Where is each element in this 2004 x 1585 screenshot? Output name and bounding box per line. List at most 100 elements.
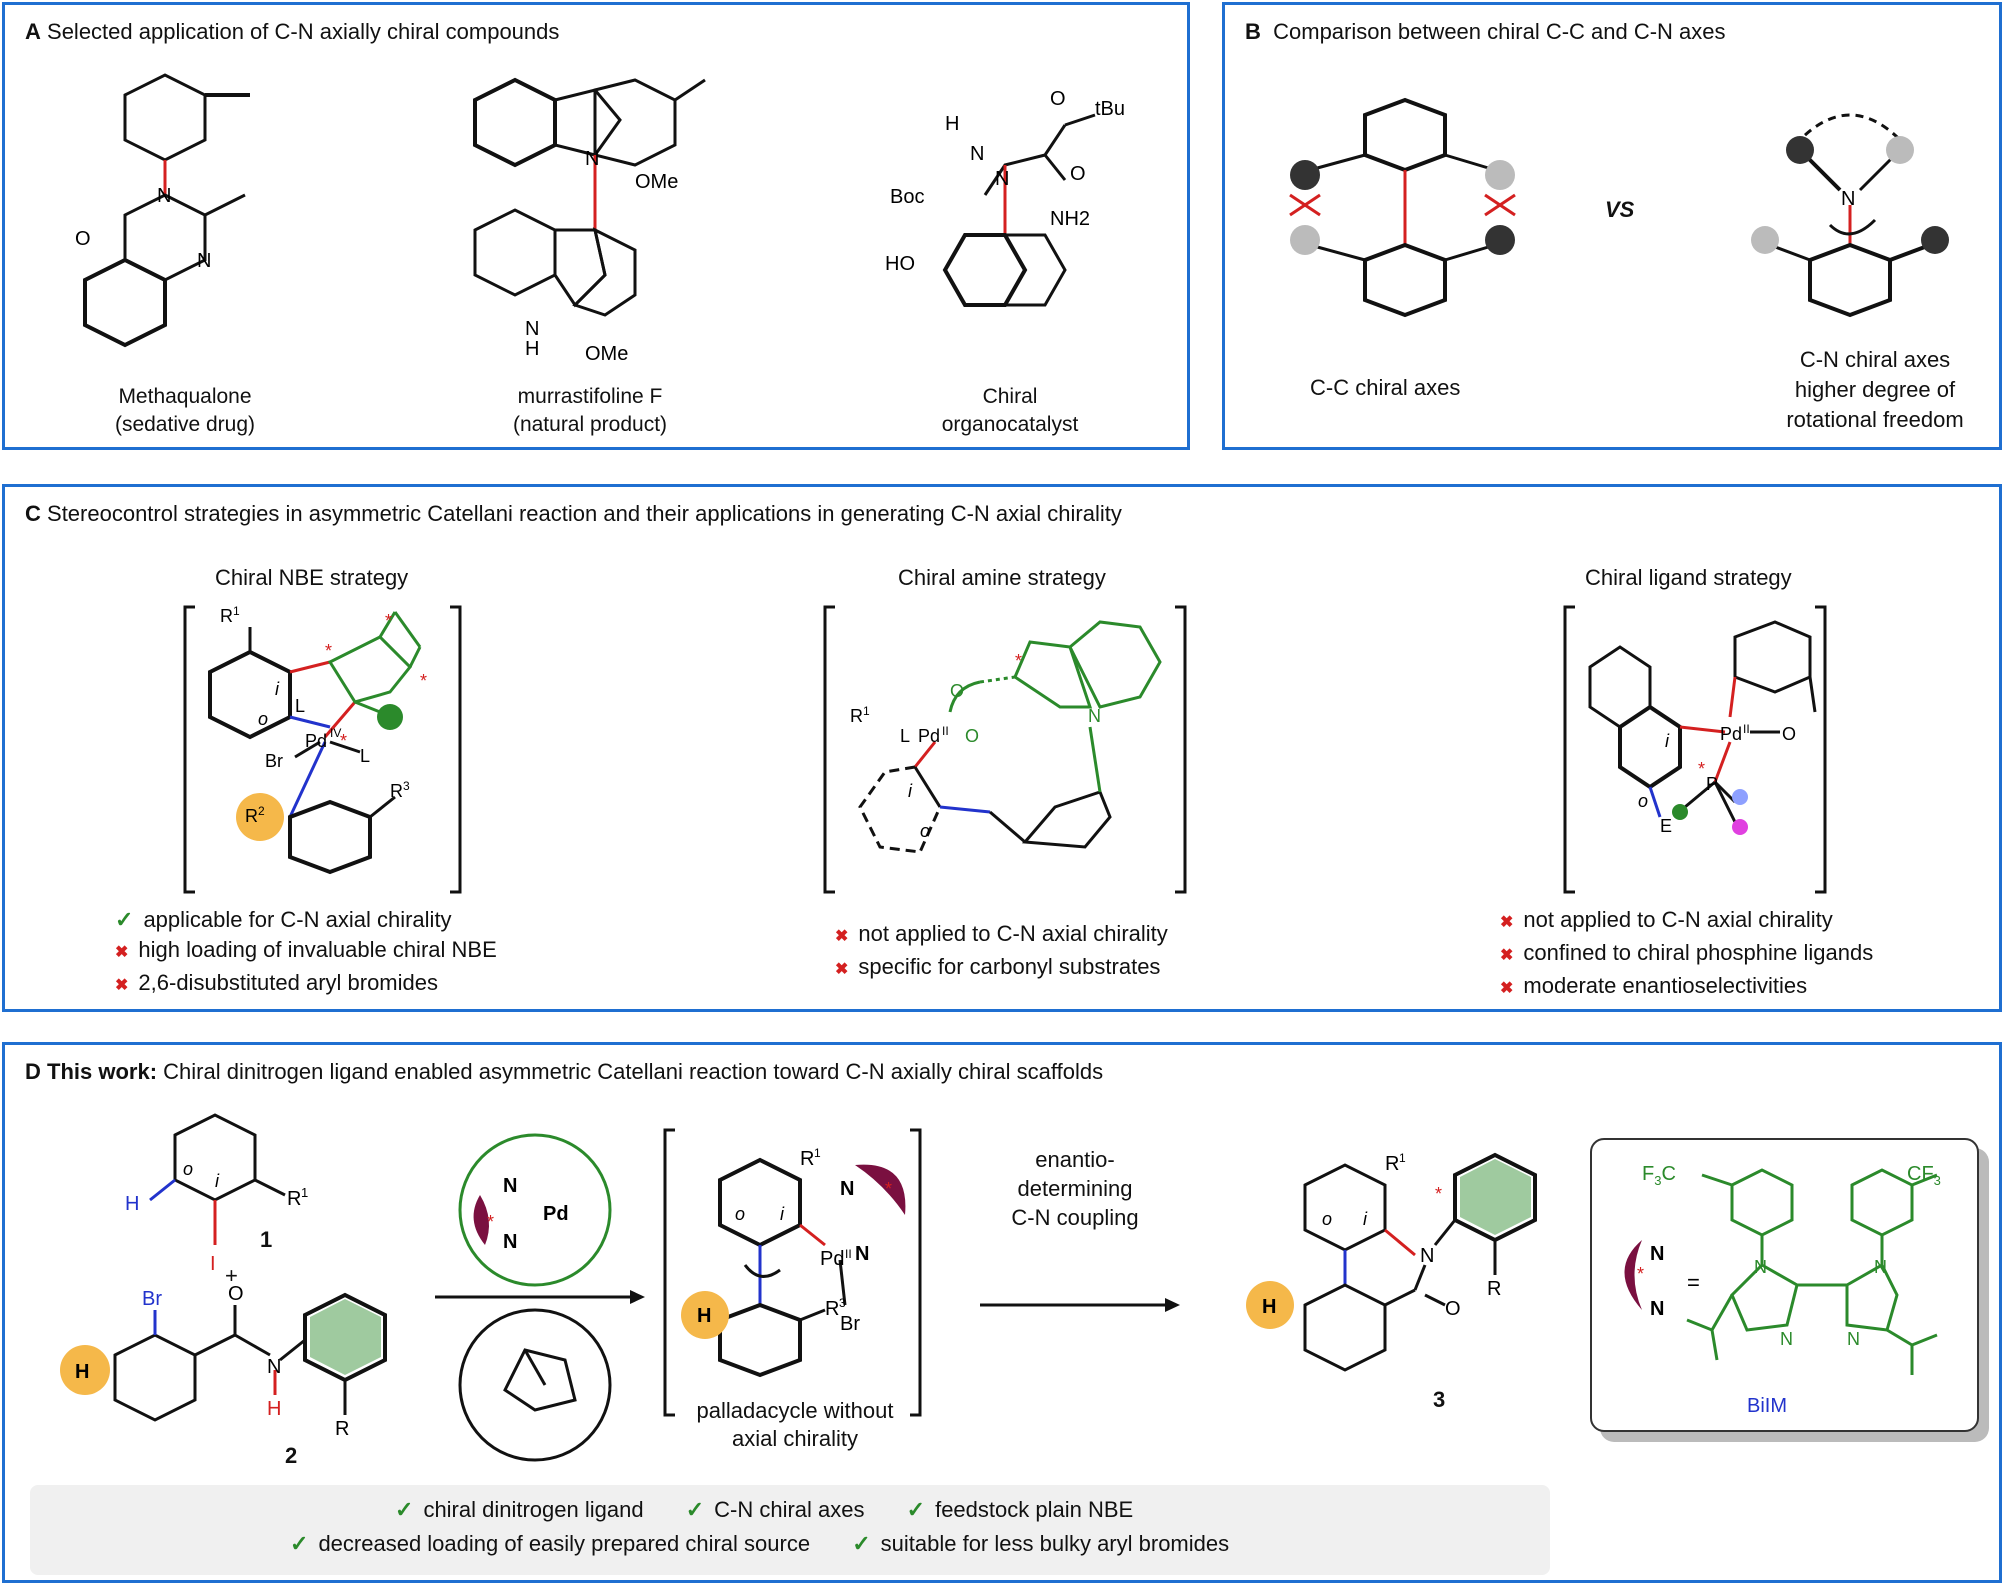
cross-icon: ✖ [835,961,849,978]
panel-b: B Comparison between chiral C-C and C-N … [1222,2,2002,450]
svg-text:N: N [267,1356,281,1378]
svg-text:R: R [850,706,863,726]
organocatalyst-structure: H N N Boc O O tBu HO NH2 [885,88,1125,307]
svg-text:o: o [258,709,268,729]
svg-text:R: R [390,781,403,801]
svg-text:O: O [1782,724,1796,744]
svg-text:N: N [1874,1257,1887,1277]
cross-icon: ✖ [1500,914,1514,931]
svg-text:i: i [780,1204,785,1224]
cross-icon: ✖ [1500,947,1514,964]
svg-text:i: i [1665,731,1670,751]
cross-icon: ✖ [835,928,849,945]
svg-text:R: R [220,606,233,626]
svg-text:=: = [1687,1270,1700,1295]
biim-ligand-box: N N * = F3C CF3 [1590,1138,1979,1432]
cn-axis-structure: N [1751,113,1949,318]
svg-text:R: R [1487,1278,1501,1300]
svg-text:L: L [360,746,370,766]
svg-text:N: N [840,1178,854,1200]
svg-text:N: N [855,1243,869,1265]
panel-c-title: C Stereocontrol strategies in asymmetric… [25,501,1122,526]
svg-text:*: * [1698,759,1705,779]
cross-icon: ✖ [1500,980,1514,997]
features-row-1: ✓chiral dinitrogen ligand ✓C-N chiral ax… [395,1497,1134,1522]
methaqualone-structure: N N O [75,73,250,348]
svg-text:i: i [215,1171,220,1191]
svg-text:H: H [945,113,959,135]
strategy-title-ligand: Chiral ligand strategy [1585,565,1792,590]
svg-text:N: N [585,148,599,170]
murrastifoline-structure: N OMe N H OMe [473,77,706,365]
svg-text:1: 1 [863,704,870,718]
ligand-point: ✖confined to chiral phosphine ligands [1500,940,1874,965]
svg-text:o: o [735,1204,745,1224]
svg-text:*: * [1435,1184,1442,1204]
svg-text:*: * [885,1179,892,1199]
svg-text:Pd: Pd [918,726,940,746]
svg-text:N: N [1420,1245,1434,1267]
svg-text:Br: Br [265,751,283,771]
catalytic-cycle: N N Pd * [435,1133,645,1462]
svg-text:N: N [1650,1298,1664,1320]
svg-text:3: 3 [403,779,410,793]
nbe-point: ✓applicable for C-N axial chirality [115,907,452,932]
svg-text:N: N [970,143,984,165]
svg-text:F3C: F3C [1642,1163,1676,1188]
svg-text:tBu: tBu [1095,98,1125,120]
compound-1-label: 1 [260,1227,273,1252]
compound-2-label: 2 [285,1443,298,1468]
cc-axis-label: C-C chiral axes [1310,375,1461,400]
svg-text:O: O [228,1283,244,1305]
svg-text:N: N [995,168,1009,190]
svg-text:*: * [487,1212,494,1232]
coupling-arrow [980,1298,1180,1312]
svg-text:N: N [157,185,171,207]
svg-text:O: O [965,726,979,746]
ligand-intermediate-structure: Pd II O P * E o i [1563,605,1827,894]
strategy-title-amine: Chiral amine strategy [898,565,1106,590]
svg-text:Pd: Pd [820,1248,844,1270]
svg-text:N: N [503,1231,517,1253]
svg-text:H: H [75,1361,89,1383]
compound-2-structure: H Br O N H R [60,1283,387,1440]
plus-sign: + [225,1263,238,1288]
panel-a-title: A Selected application of C-N axially ch… [25,19,560,44]
svg-text:O: O [1070,163,1086,185]
svg-text:E: E [1660,816,1672,836]
svg-text:*: * [420,671,427,691]
features-row-2: ✓decreased loading of easily prepared ch… [290,1531,1230,1556]
svg-text:II: II [845,1247,852,1261]
svg-text:o: o [1322,1209,1332,1229]
svg-text:N: N [503,1175,517,1197]
nbe-points: ✓applicable for C-N axial chirality ✖hig… [115,905,497,1001]
ligand-points: ✖not applied to C-N axial chirality ✖con… [1500,905,1873,1004]
svg-text:P: P [1706,774,1718,794]
nbe-point: ✖high loading of invaluable chiral NBE [115,937,497,962]
check-icon: ✓ [906,1497,926,1522]
svg-text:o: o [920,821,930,841]
svg-text:H: H [525,338,539,360]
biim-structure: N N * = F3C CF3 [1624,1163,1941,1417]
svg-text:R: R [800,1148,814,1170]
panel-a: A Selected application of C-N axially ch… [2,2,1190,450]
svg-text:L: L [900,726,910,746]
amine-point: ✖not applied to C-N axial chirality [835,921,1168,946]
svg-text:1: 1 [301,1185,308,1200]
svg-text:O: O [1050,88,1066,110]
svg-text:3: 3 [839,1296,846,1310]
svg-text:BiIM: BiIM [1747,1395,1787,1417]
compound-3-label: 3 [1433,1387,1446,1412]
strategy-title-nbe: Chiral NBE strategy [215,565,409,590]
svg-text:N: N [525,318,539,340]
check-icon: ✓ [852,1531,871,1556]
svg-text:R: R [287,1188,301,1210]
